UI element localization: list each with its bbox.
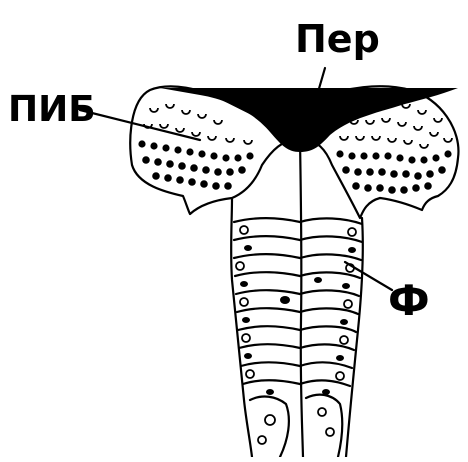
apical-cap — [160, 88, 458, 152]
label-f: Ф — [388, 280, 430, 322]
pointer-pib — [80, 110, 200, 140]
stalk-right-wall — [346, 218, 363, 457]
left-lobe-granules — [144, 104, 252, 144]
right-lobe-dark-granules — [336, 150, 451, 193]
label-per: Пер — [295, 20, 380, 58]
stalk-nuclei — [236, 226, 356, 444]
label-pib: ПИБ — [8, 92, 96, 128]
left-lobe-dark-granules — [138, 140, 253, 189]
